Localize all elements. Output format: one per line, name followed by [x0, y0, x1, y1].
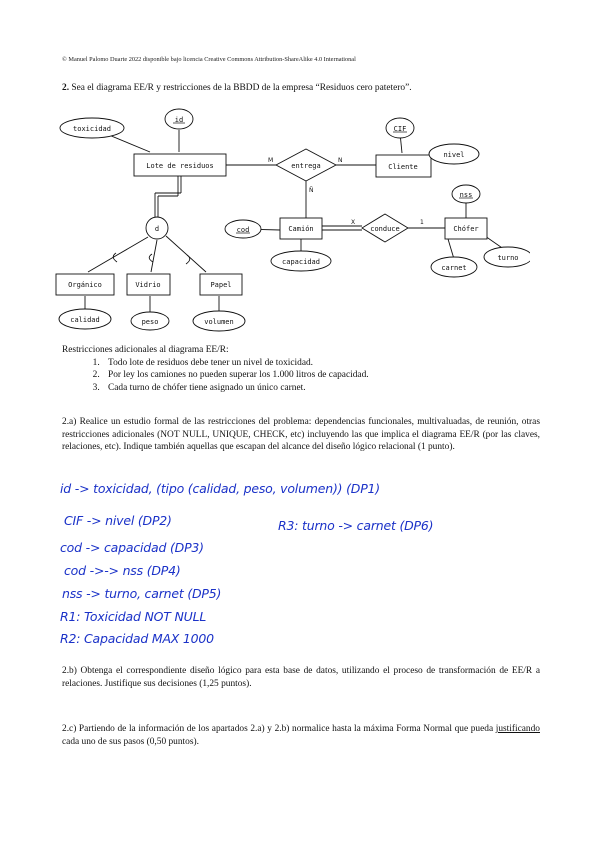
restriction-item: Cada turno de chófer tiene asignado un ú…: [102, 382, 542, 395]
attr-carnet: carnet: [441, 264, 466, 272]
er-diagram: Lote de residuos Cliente Camión Chófer O…: [55, 108, 530, 332]
entity-camion: Camión: [288, 225, 313, 233]
part-c-underlined: justificando: [495, 724, 540, 734]
restriction-item: Por ley los camiones no pueden superar l…: [102, 369, 542, 382]
entity-lote: Lote de residuos: [146, 162, 213, 170]
handwritten-dp2: CIF -> nivel (DP2): [64, 513, 172, 528]
attr-peso: peso: [142, 318, 159, 326]
relationship-conduce: conduce: [370, 225, 400, 233]
part-b-statement: 2.b) Obtenga el correspondiente diseño l…: [62, 666, 540, 689]
handwritten-dp3: cod -> capacidad (DP3): [60, 540, 204, 555]
card-conduce-chofer: 1: [420, 219, 424, 226]
handwritten-r2: R2: Capacidad MAX 1000: [60, 631, 214, 646]
card-entrega-cliente: N: [338, 157, 343, 164]
handwritten-r1: R1: Toxicidad NOT NULL: [60, 609, 207, 624]
entity-papel: Papel: [210, 281, 231, 289]
restriction-item: Todo lote de residuos debe tener un nive…: [102, 357, 542, 370]
part-a-statement: 2.a) Realice un estudio formal de las re…: [62, 417, 540, 452]
entity-chofer: Chófer: [453, 225, 478, 233]
card-entrega-lote: M: [268, 157, 273, 164]
restrictions-block: Restricciones adicionales al diagrama EE…: [62, 344, 542, 394]
question-number: 2.: [62, 83, 70, 93]
attr-nivel: nivel: [443, 151, 464, 159]
restrictions-title: Restricciones adicionales al diagrama EE…: [62, 345, 229, 355]
handwritten-r3: R3: turno -> carnet (DP6): [278, 518, 434, 533]
attr-cod: cod: [237, 226, 250, 234]
attr-turno: turno: [497, 254, 518, 262]
attr-calidad: calidad: [70, 316, 100, 324]
license-header: © Manuel Palomo Duarte 2022 disponible b…: [62, 56, 356, 63]
attr-cif: CIF: [394, 125, 407, 133]
part-c-text: 2.c) Partiendo de la información de los …: [62, 724, 496, 734]
part-c-statement: 2.c) Partiendo de la información de los …: [62, 723, 540, 748]
attr-volumen: volumen: [204, 318, 234, 326]
entity-organico: Orgánico: [68, 281, 102, 289]
restrictions-list: Todo lote de residuos debe tener un nive…: [62, 357, 542, 395]
entity-cliente: Cliente: [388, 163, 418, 171]
attr-toxicidad: toxicidad: [73, 125, 111, 133]
handwritten-dp4: cod ->-> nss (DP4): [64, 563, 181, 578]
handwritten-dp5: nss -> turno, carnet (DP5): [62, 586, 222, 601]
card-conduce-camion: X: [351, 219, 355, 226]
handwritten-dp1: id -> toxicidad, (tipo (calidad, peso, v…: [60, 481, 380, 496]
entity-vidrio: Vidrio: [135, 281, 160, 289]
attr-nss: nss: [460, 191, 473, 199]
attr-capacidad: capacidad: [282, 258, 320, 266]
question-statement: 2. Sea el diagrama EE/R y restricciones …: [62, 82, 542, 94]
specialization-disjoint: d: [155, 225, 159, 233]
question-text: Sea el diagrama EE/R y restricciones de …: [69, 83, 412, 93]
attr-id: id: [175, 116, 183, 124]
part-c-text-end: cada uno de sus pasos (0,50 puntos).: [62, 736, 199, 747]
relationship-entrega: entrega: [291, 162, 321, 170]
card-entrega-camion: Ñ: [309, 187, 314, 194]
